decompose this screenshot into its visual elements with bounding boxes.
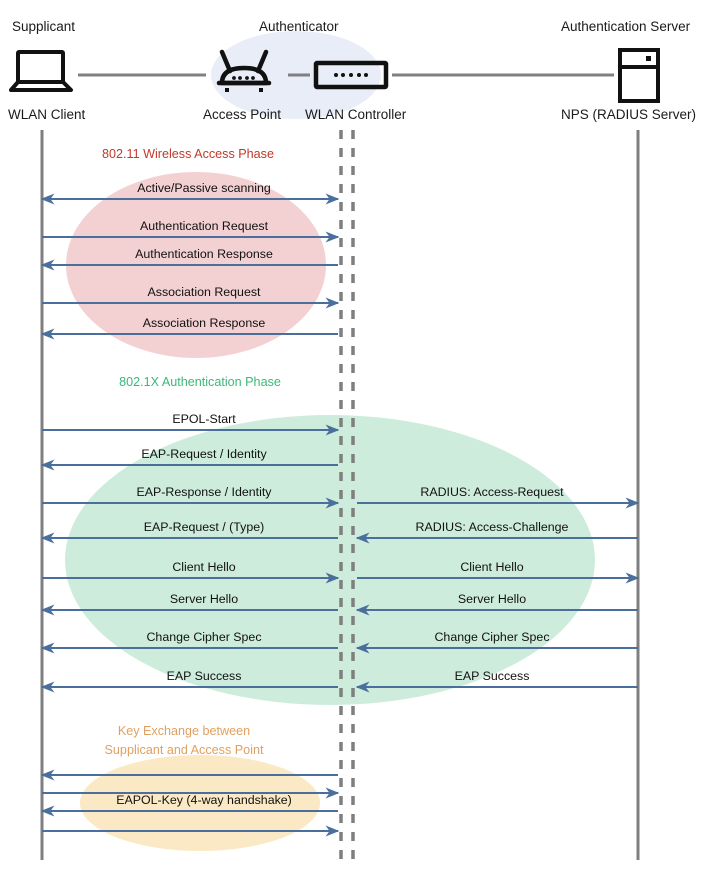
message-label: RADIUS: Access-Request [420,485,564,499]
message-label: Association Response [142,316,266,330]
icon-network-switch-wlan-controller [313,60,389,90]
icon-wireless-router-access-point [216,49,272,92]
message-label: EPOL-Start [172,412,236,426]
message-label: Client Hello [460,560,524,574]
message-label: RADIUS: Access-Challenge [415,520,569,534]
role-label-authenticator: Authenticator [259,19,339,34]
message-label: Change Cipher Spec [146,630,262,644]
phase-heading-key-exchange-line1: Key Exchange between [117,724,251,738]
icon-server-rack-nps [618,48,660,103]
lifelines [40,130,640,860]
message-label: EAP Success [454,669,530,683]
message-label: Authentication Response [135,247,273,261]
phase-blob-dot1x [65,415,595,705]
message-label: EAP-Request / Identity [141,447,267,461]
message-label: EAP Success [166,669,242,683]
message-label: EAP-Request / (Type) [143,520,265,534]
role-label-supplicant: Supplicant [12,19,76,34]
device-label-nps-server: NPS (RADIUS Server) [561,107,697,122]
phase-heading-dot1x-auth: 802.1X Authentication Phase [119,375,281,389]
message-label: Authentication Request [139,219,269,233]
message-label: EAPOL-Key (4-way handshake) [116,793,292,807]
icon-laptop-wlan-client [9,50,73,92]
phase-heading-key-exchange: Key Exchange between Supplicant and Acce… [105,722,264,760]
device-label-access-point: Access Point [203,107,282,122]
message-label: Association Request [147,285,261,299]
phase-heading-key-exchange-line2: Supplicant and Access Point [104,743,264,757]
role-label-authentication-server: Authentication Server [561,19,691,34]
message-label: Client Hello [172,560,236,574]
message-arrows [40,193,640,837]
message-label: Server Hello [457,592,527,606]
phase-heading-wireless-access: 802.11 Wireless Access Phase [102,147,274,161]
message-label: Active/Passive scanning [137,181,271,195]
device-label-wlan-client: WLAN Client [8,107,86,122]
phase-blob-keyexchange [80,755,320,851]
message-label: EAP-Response / Identity [136,485,272,499]
message-label: Server Hello [169,592,239,606]
message-label: Change Cipher Spec [434,630,550,644]
device-label-wlan-controller: WLAN Controller [305,107,407,122]
